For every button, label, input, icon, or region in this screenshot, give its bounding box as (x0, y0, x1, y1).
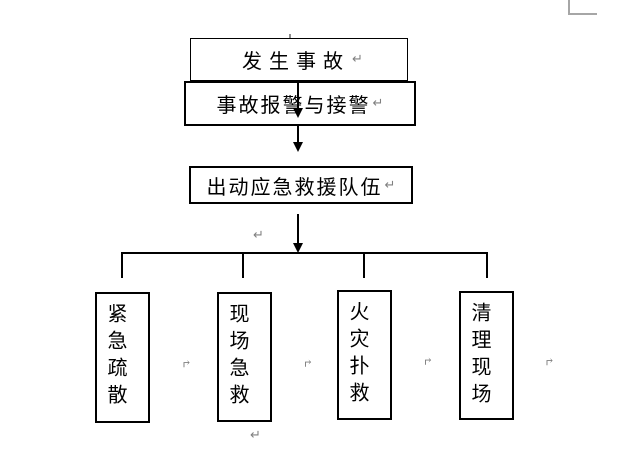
branch-drop-first-aid-line[interactable] (242, 252, 244, 278)
node-dispatch-label: 出动应急救援队伍 (206, 176, 383, 199)
paragraph-return-icon: ↵ (422, 354, 433, 368)
node-alarm-label: 事故报警与接警 (216, 95, 371, 117)
page-boundary-mark-vertical (568, 0, 570, 14)
paragraph-return-icon: ↵ (250, 428, 261, 443)
branch-drop-cleanup-line[interactable] (486, 252, 488, 278)
node-evacuate-label: 紧急疏散 (104, 303, 126, 411)
paragraph-return-icon: ↵ (302, 356, 313, 370)
paragraph-return-icon: ↵ (384, 177, 396, 193)
connector-accident-alarm-line[interactable] (297, 81, 299, 109)
node-alarm-box[interactable]: 事故报警与接警 ↵ (184, 81, 416, 126)
node-cleanup-box[interactable]: 清理现场 ↵ (459, 291, 555, 420)
page-boundary-mark-horizontal (568, 13, 597, 15)
paragraph-return-icon: ↵ (181, 356, 192, 371)
paragraph-return-icon: ↵ (352, 52, 363, 67)
connector-dispatch-branch-line[interactable] (297, 214, 299, 244)
branch-drop-fire-fight-line[interactable] (363, 252, 365, 278)
object-anchor-tick (289, 34, 291, 38)
paragraph-return-icon: ↵ (544, 354, 555, 369)
connector-alarm-dispatch-arrowhead-icon (293, 142, 303, 152)
node-accident-box[interactable]: 发生事故 ↵ (190, 38, 408, 81)
node-fire-fight-label: 火灾扑救 (346, 301, 368, 409)
branch-drop-evacuate-line[interactable] (121, 252, 123, 278)
node-cleanup-label: 清理现场 (468, 302, 490, 410)
node-first-aid-label: 现场急救 (226, 303, 248, 411)
paragraph-return-icon: ↵ (253, 228, 264, 243)
branch-bar-line[interactable] (121, 252, 488, 254)
node-evacuate-box[interactable]: 紧急疏散 ↵ (95, 292, 192, 423)
node-fire-fight-box[interactable]: 火灾扑救 ↵ (337, 290, 433, 420)
connector-dispatch-branch-arrowhead-icon (293, 243, 303, 253)
node-first-aid-box[interactable]: 现场急救 ↵ (217, 292, 313, 422)
connector-alarm-dispatch-line[interactable] (297, 126, 299, 143)
connector-accident-alarm-arrowhead-icon (293, 108, 303, 118)
node-dispatch-box[interactable]: 出动应急救援队伍 ↵ (189, 166, 413, 204)
node-accident-label: 发生事故 (242, 51, 351, 73)
paragraph-return-icon: ↵ (372, 96, 384, 111)
